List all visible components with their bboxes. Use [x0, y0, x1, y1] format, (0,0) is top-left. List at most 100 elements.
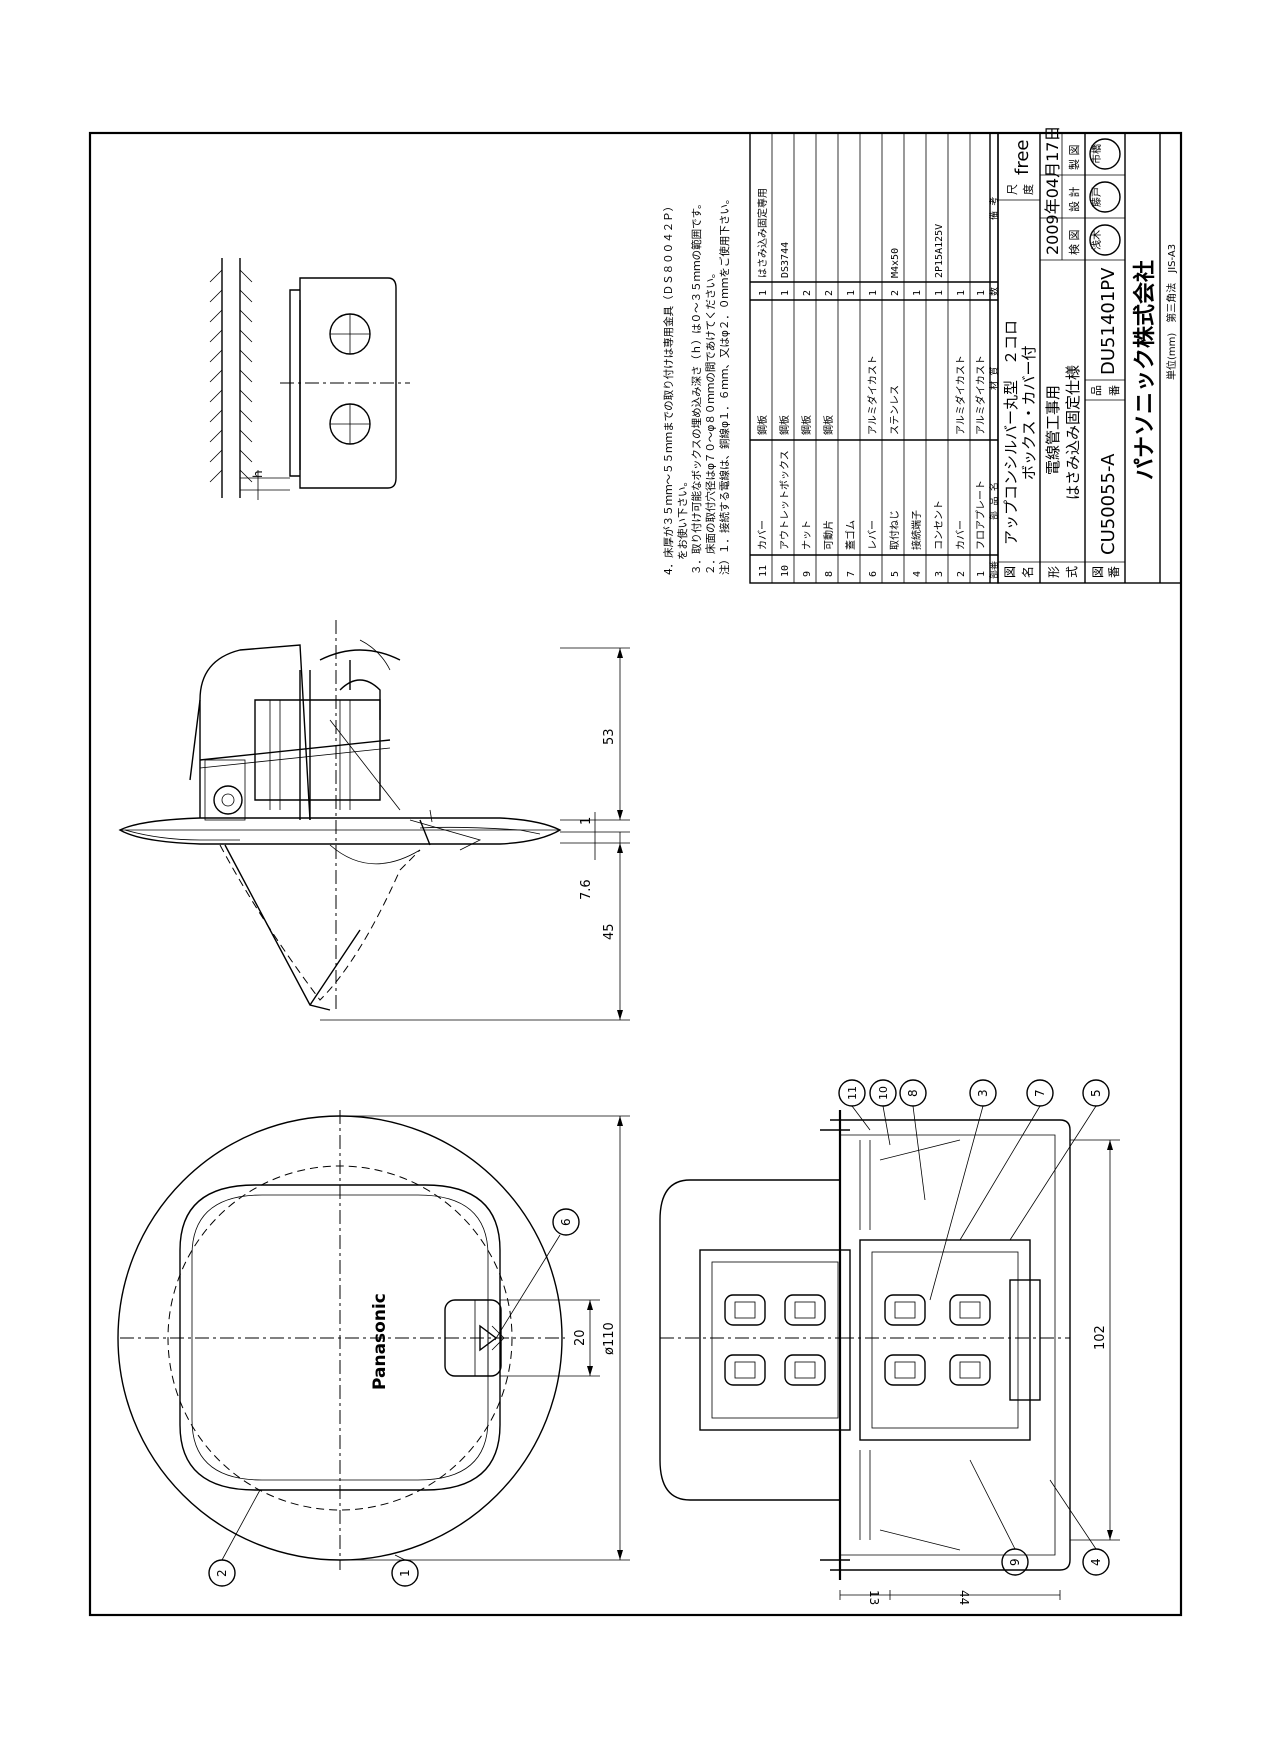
svg-text:フロアプレート: フロアプレート: [975, 480, 987, 550]
svg-text:4: 4: [1089, 1558, 1103, 1566]
svg-text:1: 1: [912, 290, 923, 296]
svg-text:アルミダイカスト: アルミダイカスト: [974, 355, 987, 435]
dim-h: h: [251, 470, 265, 478]
svg-text:2P15A125V: 2P15A125V: [934, 224, 945, 278]
dim-7-6: 7.6: [579, 879, 594, 900]
svg-text:図: 図: [1003, 566, 1017, 578]
type-line-1: 電線管工事用: [1044, 385, 1062, 475]
svg-text:番: 番: [1107, 566, 1121, 578]
svg-text:レバー: レバー: [867, 520, 879, 550]
svg-text:備 考: 備 考: [988, 197, 1000, 220]
svg-text:アルミダイカスト: アルミダイカスト: [866, 355, 879, 435]
svg-text:11: 11: [846, 1086, 859, 1100]
dim-53: 53: [602, 728, 617, 745]
dim-102: 102: [1093, 1325, 1108, 1350]
svg-text:1: 1: [846, 290, 857, 296]
svg-text:2: 2: [215, 1569, 229, 1577]
top-view: Panasonic 20 ø110: [117, 1110, 630, 1570]
svg-text:4: 4: [912, 571, 923, 577]
title-name-2: ボックス・カバー付: [1020, 345, 1038, 480]
dim-110: ø110: [602, 1322, 617, 1355]
svg-text:式: 式: [1065, 566, 1079, 578]
svg-text:7: 7: [846, 571, 857, 577]
parts-table: 11 カバー 鋼板 1 はさみ込み固定専用 10 アウトレットボックス 鋼板 1…: [749, 132, 1000, 584]
svg-text:コンセント: コンセント: [933, 500, 945, 550]
svg-text:検 図: 検 図: [1067, 230, 1081, 256]
svg-text:1: 1: [758, 290, 769, 296]
title-block: 図 名 アップコンシルバー丸型 ２コロ ボックス・カバー付 尺 度 free 形…: [997, 126, 1182, 584]
svg-text:1: 1: [398, 1569, 412, 1577]
svg-text:設 計: 設 計: [1067, 187, 1081, 213]
outlet-section-view: 102 13 44: [659, 1110, 1120, 1605]
svg-text:5: 5: [890, 571, 901, 577]
svg-text:アウトレットボックス: アウトレットボックス: [779, 450, 791, 550]
svg-text:数: 数: [988, 287, 1000, 296]
drawing-no: CU50055-A: [1098, 453, 1119, 555]
dim-44: 44: [957, 1590, 971, 1605]
brand-logo: Panasonic: [370, 1293, 390, 1390]
cross-section-view: 53 1 7.6 45: [118, 620, 630, 1021]
svg-text:1: 1: [934, 290, 945, 296]
svg-text:接続端子: 接続端子: [910, 510, 923, 550]
svg-text:1: 1: [956, 290, 967, 296]
svg-text:8: 8: [906, 1089, 920, 1097]
drawing-date: 2009年04月17日: [1043, 126, 1062, 255]
stamp-3: 市橋: [1090, 144, 1103, 164]
notes: 4．床厚が３５ｍｍ～５５ｍｍまでの取り付けは専用金具（ＤＳ８００４２Ｐ） をお使…: [662, 194, 731, 575]
dim-20: 20: [573, 1329, 588, 1346]
svg-text:鋼板: 鋼板: [756, 415, 769, 435]
type-line-2: はさみ込み固定仕様: [1064, 365, 1082, 500]
svg-text:10: 10: [780, 565, 791, 577]
svg-text:11: 11: [758, 565, 769, 577]
svg-text:鋼板: 鋼板: [778, 415, 791, 435]
note-3: ３．取り付け可能なボックスの埋め込み深さ（ｈ）は０～３５ｍｍの範囲です。: [690, 198, 703, 575]
svg-text:取付ねじ: 取付ねじ: [888, 510, 901, 550]
note-4b: をお使い下さい。: [676, 476, 689, 560]
svg-text:6: 6: [559, 1218, 573, 1226]
drawing-frame: [88, 131, 1183, 1617]
dim-13: 13: [867, 1590, 881, 1605]
svg-text:ナット: ナット: [801, 520, 813, 550]
svg-text:品: 品: [1090, 385, 1103, 396]
svg-text:M4x50: M4x50: [890, 248, 901, 278]
title-name-1: アップコンシルバー丸型 ２コロ: [1002, 320, 1020, 545]
note-4: 4．床厚が３５ｍｍ～５５ｍｍまでの取り付けは専用金具（ＤＳ８００４２Ｐ）: [662, 201, 675, 575]
svg-text:部 品 名: 部 品 名: [988, 482, 1000, 520]
stamp-1: 浅木: [1090, 230, 1103, 250]
svg-text:3: 3: [934, 571, 945, 577]
svg-text:1: 1: [868, 290, 879, 296]
footer-units: 単位(mm) 第三角法 JIS-A3: [1165, 244, 1178, 380]
svg-text:9: 9: [802, 571, 813, 577]
svg-text:形: 形: [1047, 566, 1061, 578]
svg-text:鋼板: 鋼板: [800, 415, 813, 435]
dim-1: 1: [579, 817, 594, 825]
svg-text:5: 5: [1089, 1089, 1103, 1097]
svg-text:可動片: 可動片: [822, 520, 835, 550]
svg-text:部番: 部番: [988, 561, 1000, 579]
svg-text:2: 2: [802, 290, 813, 296]
svg-text:DS3744: DS3744: [780, 242, 791, 278]
scale-value: free: [1012, 140, 1033, 176]
svg-text:名: 名: [1020, 566, 1035, 578]
balloons: 2 1 6 11 10 8 3 7 5 9 4: [208, 1079, 1110, 1587]
svg-text:製 図: 製 図: [1067, 145, 1081, 171]
dim-45: 45: [602, 923, 617, 940]
svg-text:図: 図: [1091, 566, 1105, 578]
svg-text:3: 3: [976, 1089, 990, 1097]
stamp-2: 藤戸: [1091, 187, 1103, 207]
svg-text:カバー: カバー: [955, 520, 967, 550]
svg-text:9: 9: [1008, 1558, 1022, 1566]
svg-text:1: 1: [976, 571, 987, 577]
note-1: 注）１．接続する電線は、銅線φ１．６ｍｍ、又はφ２．０ｍｍをご使用下さい。: [718, 194, 731, 575]
svg-text:7: 7: [1033, 1089, 1047, 1097]
svg-text:尺: 尺: [1006, 184, 1019, 195]
svg-text:アルミダイカスト: アルミダイカスト: [954, 355, 967, 435]
svg-text:2: 2: [890, 290, 901, 296]
svg-text:蓋ゴム: 蓋ゴム: [844, 520, 857, 550]
svg-text:8: 8: [824, 571, 835, 577]
box-side-view: h: [209, 258, 410, 500]
svg-text:6: 6: [868, 571, 879, 577]
svg-text:カバー: カバー: [757, 520, 769, 550]
svg-text:ステンレス: ステンレス: [890, 385, 901, 435]
svg-text:はさみ込み固定専用: はさみ込み固定専用: [756, 188, 769, 278]
